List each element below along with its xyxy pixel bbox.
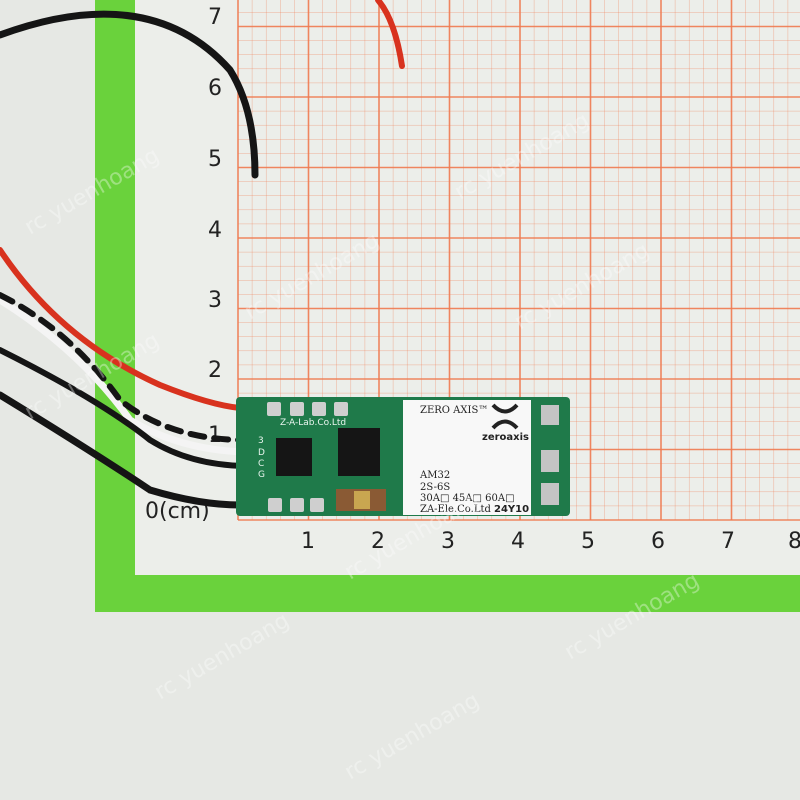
motor-pad [541,483,559,505]
red-wire-top [375,0,405,69]
top-pad [267,402,281,416]
bottom-pad [290,498,304,512]
x-label: 4 [511,529,525,554]
maker: ZA-Ele.Co.Ltd [420,504,491,515]
x-label: 2 [371,529,385,554]
zeroaxis-logo-icon [491,403,519,430]
y-label: 3 [208,288,222,313]
y-label: 6 [208,76,222,101]
brand-text: ZERO AXIS™ [420,405,488,416]
green-frame-horizontal [95,575,800,612]
y-label: 2 [208,358,222,383]
x-label: 8 [788,529,800,554]
x-label: 1 [301,529,315,554]
svg-text:rc yuenhoang: rc yuenhoang [151,608,294,705]
x-label: 5 [581,529,595,554]
black-wire-top [0,10,259,179]
svg-text:3: 3 [258,436,264,446]
date-code: 24Y10 [494,504,529,515]
logo-text: zeroaxis [482,432,529,443]
green-frame-vertical [95,0,135,612]
y-label: 4 [208,218,222,243]
black-wire-bottom [0,391,244,509]
top-pad [312,402,326,416]
bottom-pad [268,498,282,512]
svg-text:rc yuenhoang: rc yuenhoang [341,688,484,785]
x-label: 3 [441,529,455,554]
svg-text:D: D [258,448,265,458]
x-label: 6 [651,529,665,554]
top-pad [290,402,304,416]
label-sticker [403,400,531,515]
x-label: 7 [721,529,735,554]
motor-pad [541,405,559,425]
wires [0,0,405,509]
black-wire-twist [0,292,248,443]
esc-board: Z-A-Lab.Co.Ltd 3 D C G ZERO AXIS™ zeroax… [236,397,570,516]
y-label: 7 [208,5,222,30]
silkscreen-lab: Z-A-Lab.Co.Ltd [280,418,346,428]
black-wire-mid [0,347,248,469]
x-axis-labels: 1 2 3 4 5 6 7 8 [301,529,800,554]
svg-text:C: C [258,459,264,469]
mcu-chip [276,438,312,476]
cells: 2S-6S [420,482,450,493]
y-label: 5 [208,147,222,172]
red-wire [0,247,243,411]
y-axis-labels: 7 6 5 4 3 2 1 0(cm) [145,5,222,524]
svg-text:G: G [258,470,265,480]
motor-pad [541,450,559,472]
model: AM32 [419,470,450,481]
bottom-pad [310,498,324,512]
top-pad [334,402,348,416]
driver-chip [338,428,380,476]
white-wire [0,296,249,456]
current-options: 30A□ 45A□ 60A□ [420,493,515,504]
